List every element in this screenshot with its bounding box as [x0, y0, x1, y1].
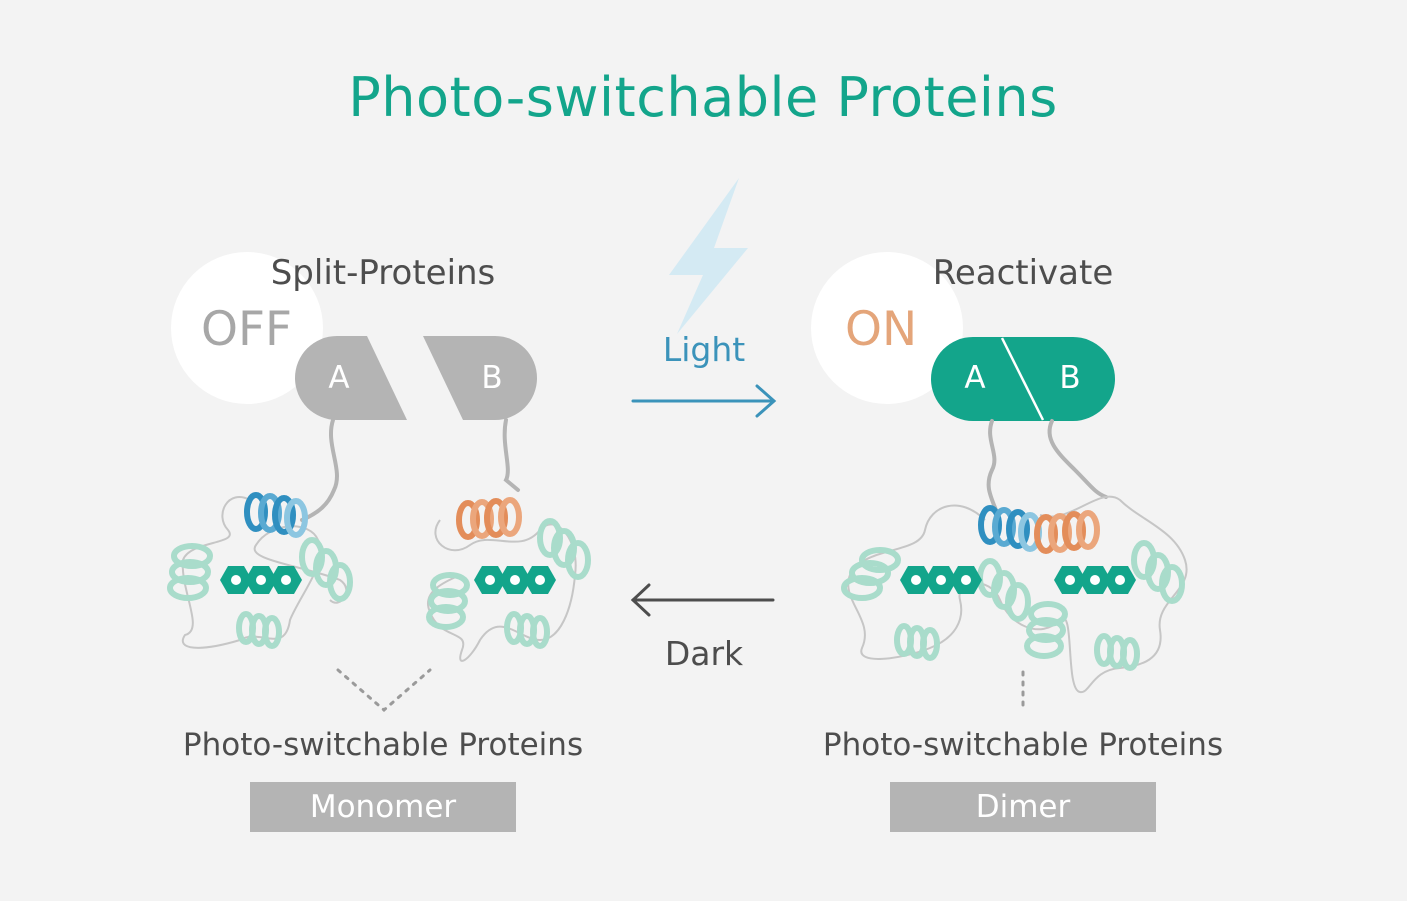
combined-block-b-label: B	[1059, 360, 1081, 396]
helix-orange	[456, 497, 522, 540]
dimer-caption: Photo-switchable Proteins	[822, 727, 1224, 763]
linker-b	[502, 418, 520, 492]
monomer-badge: Monomer	[250, 782, 516, 832]
helix-blue-dimer	[978, 505, 1042, 552]
light-label: Light	[662, 330, 746, 369]
dark-label: Dark	[664, 634, 744, 673]
chromophore-left-a	[220, 566, 302, 594]
helix-blue	[244, 492, 308, 538]
linker-right-b	[1047, 419, 1108, 499]
block-divider	[1000, 337, 1045, 421]
on-state-circle	[811, 252, 963, 404]
off-state-circle	[171, 252, 323, 404]
page-title: Photo-switchable Proteins	[348, 66, 1058, 129]
off-state-label: OFF	[201, 302, 293, 357]
reactivate-heading: Reactivate	[932, 253, 1114, 293]
linker-a	[300, 418, 339, 522]
helix-green-left	[167, 518, 591, 649]
dimer-badge: Dimer	[890, 782, 1156, 832]
chromophore-right-b	[1054, 566, 1136, 594]
split-block-a-label: A	[328, 360, 350, 396]
combined-block-a-label: A	[964, 360, 986, 396]
lightning-icon	[669, 178, 748, 334]
right-arrow-icon	[631, 384, 777, 418]
monomer-dots	[336, 668, 432, 712]
protein-a-backbone	[181, 496, 348, 649]
left-arrow-icon	[630, 583, 775, 617]
on-state-label: ON	[845, 302, 918, 357]
split-block-a	[295, 336, 407, 420]
linker-right-a	[986, 419, 998, 512]
helix-green-dimer	[841, 540, 1185, 671]
split-block-b-label: B	[481, 360, 503, 396]
chromophore-right-a	[900, 566, 982, 594]
chromophore-left-b	[474, 566, 556, 594]
helix-orange-dimer	[1034, 510, 1100, 554]
split-block-b	[423, 336, 537, 420]
split-proteins-heading: Split-Proteins	[270, 253, 496, 293]
monomer-caption: Photo-switchable Proteins	[182, 727, 584, 763]
